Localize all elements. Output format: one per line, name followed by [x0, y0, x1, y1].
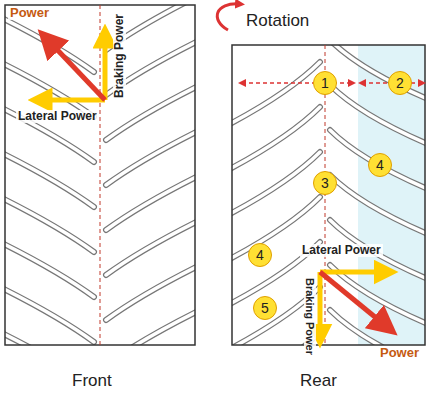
tread-groove	[5, 242, 94, 297]
tread-groove	[330, 85, 425, 145]
callout-number: 1	[321, 75, 329, 91]
callout-number: 3	[321, 175, 329, 191]
force-label: Lateral Power	[16, 110, 99, 123]
force-label: Power	[378, 346, 421, 360]
callout-number: 4	[376, 157, 384, 173]
rotation-label: Rotation	[246, 12, 309, 31]
callout-circle: 1	[313, 71, 337, 95]
tread-groove	[106, 220, 195, 275]
tread-groove	[330, 85, 425, 145]
tread-groove	[5, 152, 94, 207]
tread-groove	[106, 265, 195, 320]
callout-number: 2	[396, 75, 404, 91]
tread-groove	[106, 265, 195, 320]
tread-groove	[5, 62, 94, 117]
tread-groove	[5, 197, 94, 252]
tread-groove	[5, 287, 94, 342]
tread-groove	[5, 332, 94, 345]
callout-circle: 3	[313, 171, 337, 195]
tread-groove	[330, 130, 425, 190]
tread-groove	[106, 175, 195, 230]
tread-groove	[5, 197, 94, 252]
tread-groove	[5, 62, 94, 117]
tread-groove	[330, 175, 425, 235]
tread-groove	[330, 175, 425, 235]
force-label: Power	[8, 6, 51, 20]
callout-circle: 2	[388, 71, 412, 95]
force-label: Lateral Power	[300, 244, 383, 257]
panel-label: Front	[72, 372, 112, 391]
tread-groove	[106, 310, 195, 345]
tread-groove	[330, 130, 425, 190]
callout-number: 4	[256, 247, 264, 263]
tread-groove	[5, 332, 94, 345]
tread-groove	[5, 287, 94, 342]
tread-groove	[106, 310, 195, 345]
tread-groove	[5, 242, 94, 297]
tread-groove	[330, 310, 425, 345]
tread-groove	[330, 310, 425, 345]
callout-number: 5	[261, 300, 269, 316]
callout-circle: 4	[248, 243, 272, 267]
tread-groove	[330, 45, 425, 100]
callout-circle: 5	[253, 296, 277, 320]
tread-groove	[106, 130, 195, 185]
tread-groove	[330, 45, 425, 100]
force-label: Braking Power	[304, 276, 316, 357]
panel-label: Rear	[300, 372, 337, 391]
force-label: Braking Power	[113, 12, 126, 100]
tread-groove	[106, 175, 195, 230]
tread-groove	[106, 130, 195, 185]
tread-groove	[106, 220, 195, 275]
tread-groove	[5, 152, 94, 207]
callout-circle: 4	[368, 153, 392, 177]
